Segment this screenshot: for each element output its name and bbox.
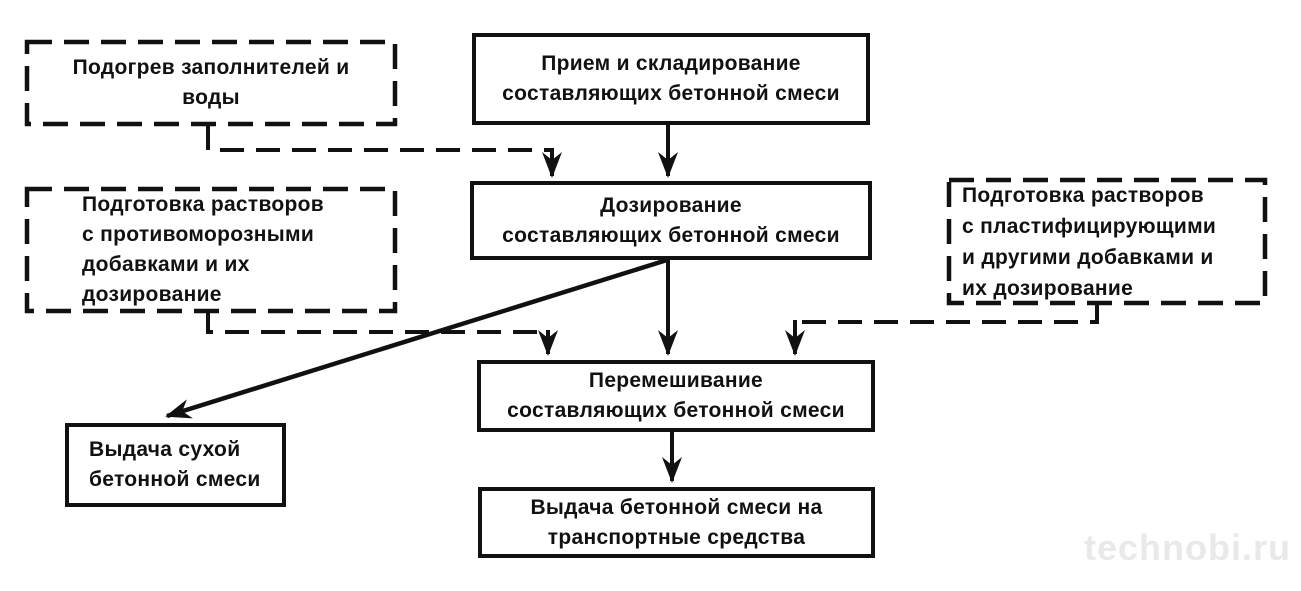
node-antifreeze-prep-label: Подготовка растворов с противоморозными … — [82, 193, 325, 306]
node-plasticizer-prep: Подготовка растворов с пластифицирующими… — [947, 178, 1267, 305]
node-antifreeze-prep-border — [24, 186, 398, 314]
edge-dosing-drymix — [165, 257, 668, 419]
edge-plasticizer-mixing-dashed — [795, 305, 1099, 324]
node-transport-output: Выдача бетонной смеси на транспортные ср… — [478, 487, 875, 558]
node-transport-output-label: Выдача бетонной смеси на транспортные ср… — [530, 495, 823, 549]
node-dry-mix-output: Выдача сухой бетонной смеси — [65, 423, 286, 507]
node-dosing: Дозирование составляющих бетонной смеси — [470, 181, 872, 260]
node-plasticizer-prep-label: Подготовка растворов с пластифицирующими… — [962, 183, 1217, 300]
node-mixing-label: Перемешивание составляющих бетонной смес… — [507, 369, 845, 422]
node-heating-label: Подогрев заполнителей и воды — [72, 56, 350, 109]
node-plasticizer-prep-border — [946, 177, 1268, 306]
node-heating-border — [24, 39, 398, 127]
node-heating: Подогрев заполнителей и воды — [25, 40, 397, 126]
node-dosing-label: Дозирование составляющих бетонной смеси — [502, 193, 840, 247]
edge-antifreeze-mixing-dashed — [206, 313, 548, 334]
node-reception: Прием и складирование составляющих бетон… — [472, 33, 870, 125]
edge-heating-dosing-dashed — [206, 126, 552, 152]
watermark: technobi.ru — [1084, 527, 1291, 568]
node-dry-mix-output-label: Выдача сухой бетонной смеси — [89, 438, 261, 491]
node-mixing: Перемешивание составляющих бетонной смес… — [477, 360, 875, 432]
node-reception-label: Прием и складирование составляющих бетон… — [502, 52, 840, 105]
node-antifreeze-prep: Подготовка растворов с противоморозными … — [25, 187, 397, 313]
